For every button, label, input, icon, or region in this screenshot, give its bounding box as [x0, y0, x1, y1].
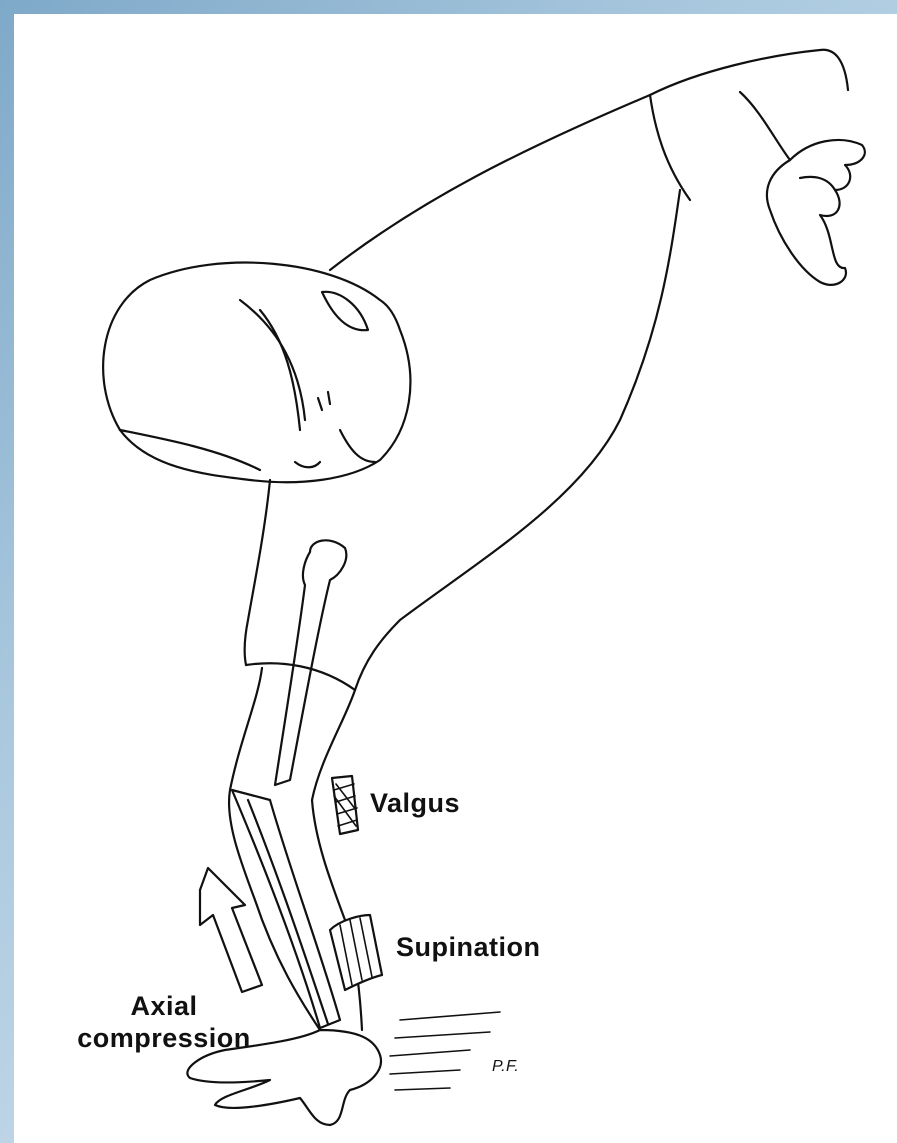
diagram-panel: Valgus Supination Axial compression P.F.: [14, 14, 897, 1143]
eye-marks: [318, 392, 330, 410]
ear-outline: [322, 292, 368, 330]
axial-compression-label: Axial compression: [54, 990, 274, 1054]
figure-illustration: [14, 14, 897, 1143]
finger-line: [800, 177, 835, 190]
valgus-label: Valgus: [370, 788, 460, 819]
mouth-line: [295, 462, 320, 467]
valgus-symbol: [332, 776, 358, 834]
torso-back-outline: [330, 50, 848, 270]
axial-label-line2: compression: [54, 1022, 274, 1054]
torso-front-outline: [355, 190, 680, 690]
head-outline: [103, 263, 410, 483]
humerus-bone: [275, 540, 346, 785]
raised-hand: [767, 140, 865, 285]
ground-lines: [390, 1012, 500, 1090]
axial-label-line1: Axial: [54, 990, 274, 1022]
shoulder-outline: [245, 480, 270, 665]
supination-symbol: [330, 915, 382, 990]
nose-line: [340, 430, 375, 462]
hair-line: [240, 300, 305, 420]
axial-compression-arrow: [200, 868, 262, 992]
artist-signature: P.F.: [492, 1058, 519, 1076]
supination-label: Supination: [396, 932, 540, 963]
